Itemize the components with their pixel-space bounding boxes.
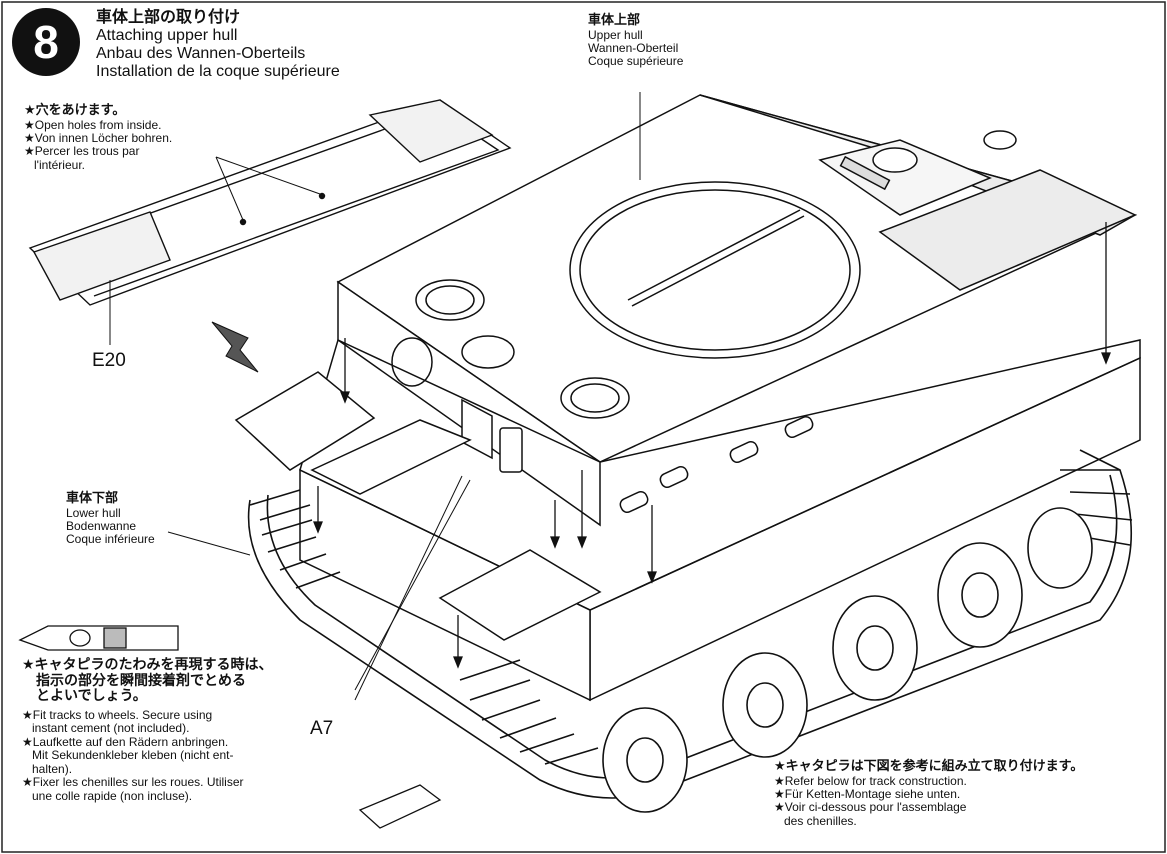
lower-hull-de: Bodenwanne — [66, 518, 137, 533]
track-construction-en: ★Refer below for track construction. — [774, 773, 967, 788]
upper-hull-de: Wannen-Oberteil — [588, 40, 679, 55]
tracks-note-ja-2: 指示の部分を瞬間接着剤でとめる — [36, 672, 246, 689]
step-title: 車体上部の取り付け Attaching upper hull Anbau des… — [96, 8, 340, 81]
tracks-note-ja-1: ★キャタピラのたわみを再現する時は、 — [22, 657, 273, 673]
tracks-note: ★キャタピラのたわみを再現する時は、 指示の部分を瞬間接着剤でとめる とよいでし… — [22, 657, 273, 803]
part-a7-label: A7 — [310, 718, 334, 739]
assembly-arrows — [313, 222, 1111, 669]
upper-hull-en: Upper hull — [588, 27, 643, 42]
tracks-note-fr-1: ★Fixer les chenilles sur les roues. Util… — [22, 775, 244, 790]
holes-note-fr-2: l'intérieur. — [34, 157, 85, 172]
lower-hull — [234, 338, 1141, 702]
lower-hull-ja: 車体下部 — [66, 491, 119, 506]
holes-note-fr-1: ★Percer les trous par — [24, 144, 140, 159]
track-construction-note: ★キャタピラは下図を参考に組み立て取り付けます。 ★Refer below fo… — [774, 759, 1084, 828]
track-construction-ja: ★キャタピラは下図を参考に組み立て取り付けます。 — [774, 759, 1084, 774]
holes-note-de: ★Von innen Löcher bohren. — [24, 130, 173, 145]
holes-note: ★穴をあけます。 ★Open holes from inside. ★Von i… — [24, 103, 173, 172]
tracks-note-en-1: ★Fit tracks to wheels. Secure using — [22, 708, 213, 723]
part-e20-plate — [28, 99, 512, 345]
tracks-note-de-3: halten). — [32, 761, 73, 776]
part-e20-label: E20 — [92, 350, 126, 371]
step-title-fr: Installation de la coque supérieure — [96, 62, 340, 80]
tracks-note-ja-3: とよいでしょう。 — [36, 688, 147, 705]
upper-hull — [336, 94, 1138, 527]
lower-hull-en: Lower hull — [66, 505, 121, 520]
direction-arrow — [211, 321, 259, 373]
tracks-note-de-2: Mit Sekundenkleber kleben (nicht ent- — [32, 748, 234, 763]
upper-hull-ja: 車体上部 — [588, 13, 641, 28]
track-construction-fr-1: ★Voir ci-dessous pour l'assemblage — [774, 800, 967, 815]
tracks-note-fr-2: une colle rapide (non incluse). — [32, 788, 193, 803]
track-construction-fr-2: des chenilles. — [784, 813, 857, 828]
holes-note-en: ★Open holes from inside. — [24, 117, 162, 132]
step-title-ja: 車体上部の取り付け — [96, 7, 241, 26]
tracks-note-en-2: instant cement (not included). — [32, 721, 190, 736]
leader-lines — [167, 92, 641, 701]
track-construction-de: ★Für Ketten-Montage siehe unten. — [774, 786, 961, 801]
upper-hull-fr: Coque supérieure — [588, 54, 684, 69]
step-number-badge: 8 — [12, 8, 80, 76]
track-run — [247, 449, 1133, 799]
lower-hull-label: 車体下部 Lower hull Bodenwanne Coque inférie… — [66, 491, 155, 547]
tracks-note-de-1: ★Laufkette auf den Rädern anbringen. — [22, 734, 229, 749]
road-wheels — [602, 507, 1093, 813]
lower-hull-fr: Coque inférieure — [66, 532, 155, 547]
upper-hull-label: 車体上部 Upper hull Wannen-Oberteil Coque su… — [588, 13, 684, 69]
step-title-en: Attaching upper hull — [96, 26, 238, 44]
step-title-de: Anbau des Wannen-Oberteils — [96, 44, 306, 62]
track-link-detail-icon — [18, 625, 442, 829]
holes-note-ja: ★穴をあけます。 — [24, 103, 126, 118]
